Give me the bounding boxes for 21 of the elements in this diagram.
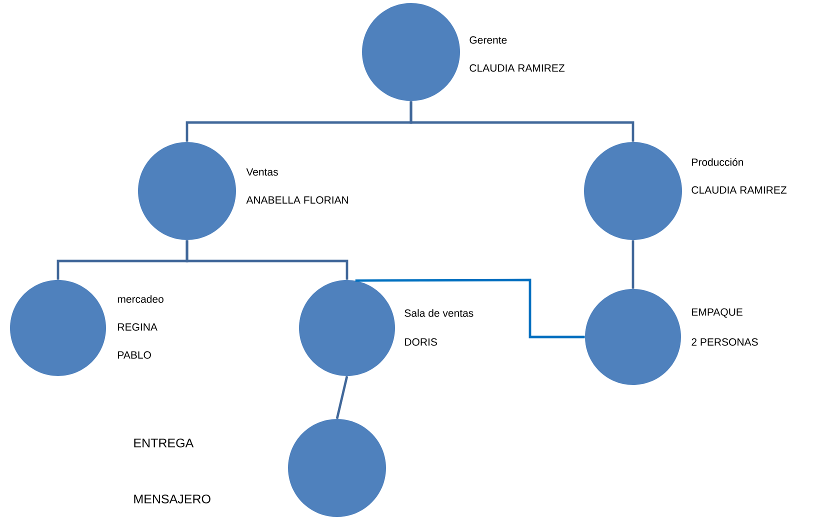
node-label: ANABELLA FLORIAN [246,196,348,204]
connector-line [410,101,634,142]
node-label: mercadeo [118,295,164,303]
node-label: CLAUDIA RAMIREZ [692,186,787,194]
connector-line [186,240,348,280]
connector-line [355,278,585,338]
org-circle [288,419,386,517]
node-label: DORIS [405,338,437,346]
node-label: 2 PERSONAS [692,338,758,346]
label-text: ENTREGA [134,438,194,448]
node-label: CLAUDIA RAMIREZ [470,64,565,72]
connector-line [632,240,634,289]
node-label: Sala de ventas [404,309,474,317]
node-label: PABLO [118,351,151,359]
label-text: MENSAJERO [134,494,210,504]
node-label: Ventas [246,168,278,176]
node-label: EMPAQUE [692,308,742,318]
connector-line [336,376,348,420]
node-label: REGINA [118,323,158,331]
node-label: Gerente [470,36,507,44]
node-label: Producción [692,158,744,166]
